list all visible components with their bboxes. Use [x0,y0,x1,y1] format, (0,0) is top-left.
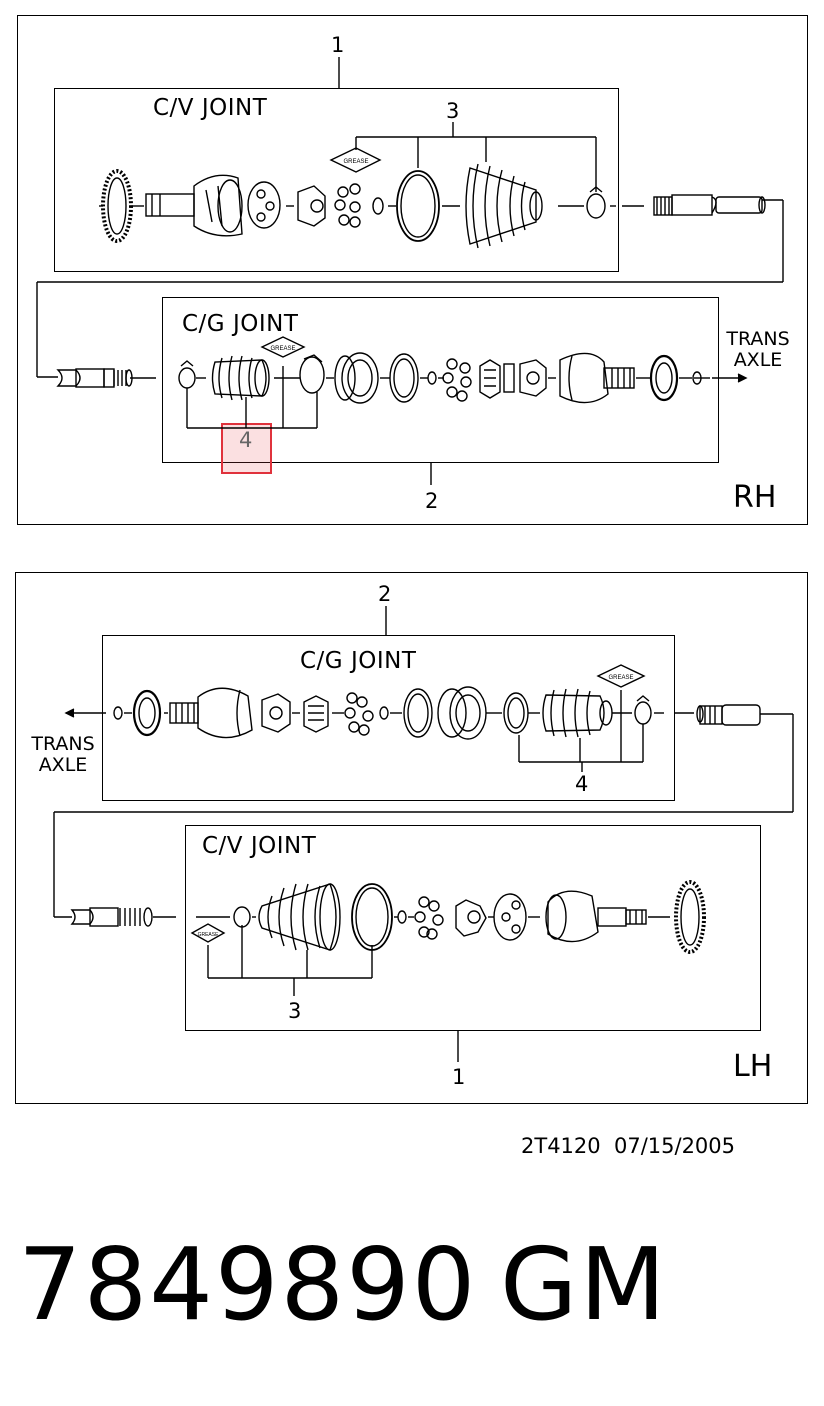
rh-leader-lines [36,57,784,485]
svg-text:GREASE: GREASE [343,159,368,165]
rh-trans-axle-label: TRANS AXLE [722,329,794,371]
lh-callout-3: 3 [288,999,302,1023]
rh-halfshaft-lower [56,368,133,388]
rh-callout-2: 2 [425,489,439,513]
lh-halfshaft-lower [70,907,153,927]
rh-cv-joint-parts: GREASE [99,147,644,249]
lh-cv-joint-box [185,825,761,1031]
rh-cg-joint-parts: GREASE [178,336,702,404]
rh-callout-3: 3 [446,99,460,123]
lh-leader-lines [53,606,794,1062]
lh-cg-joint-title: C/G JOINT [300,648,417,674]
drawing-code: 2T4120 07/15/2005 [521,1134,736,1158]
lh-trans-line2: AXLE [38,754,88,776]
lh-cv-joint-parts: GREASE [190,880,706,954]
lh-callout-2: 2 [378,582,392,606]
rh-side-label: RH [733,480,777,515]
rh-cg-joint-box [162,297,719,463]
lh-cg-joint-box [102,635,675,801]
svg-text:GREASE: GREASE [608,675,633,681]
lh-callout-1: 1 [452,1065,466,1089]
lh-diagram-panel [15,572,808,1104]
lh-trans-axle-label: TRANS AXLE [27,734,99,776]
lh-trans-line1: TRANS [31,733,95,755]
rh-cg-joint-title: C/G JOINT [182,311,299,337]
rh-callout-1: 1 [331,33,345,57]
rh-trans-line2: AXLE [733,349,783,371]
lh-cv-joint-title: C/V JOINT [202,833,317,859]
lh-cg-joint-parts: GREASE [113,664,694,740]
rh-callout-4: 4 [239,428,253,452]
part-number: 7849890 [18,1226,478,1343]
svg-text:GREASE: GREASE [270,346,295,352]
brand-name: GM [500,1226,668,1343]
svg-text:GREASE: GREASE [198,932,220,938]
lh-side-label: LH [733,1049,773,1084]
lh-halfshaft-upper [696,704,761,726]
rh-diagram-panel [17,15,808,525]
rh-trans-line1: TRANS [726,328,790,350]
rh-cv-joint-box [54,88,619,272]
lh-callout-4: 4 [575,772,589,796]
rh-cv-joint-title: C/V JOINT [153,95,268,121]
rh-halfshaft-upper [653,194,766,216]
